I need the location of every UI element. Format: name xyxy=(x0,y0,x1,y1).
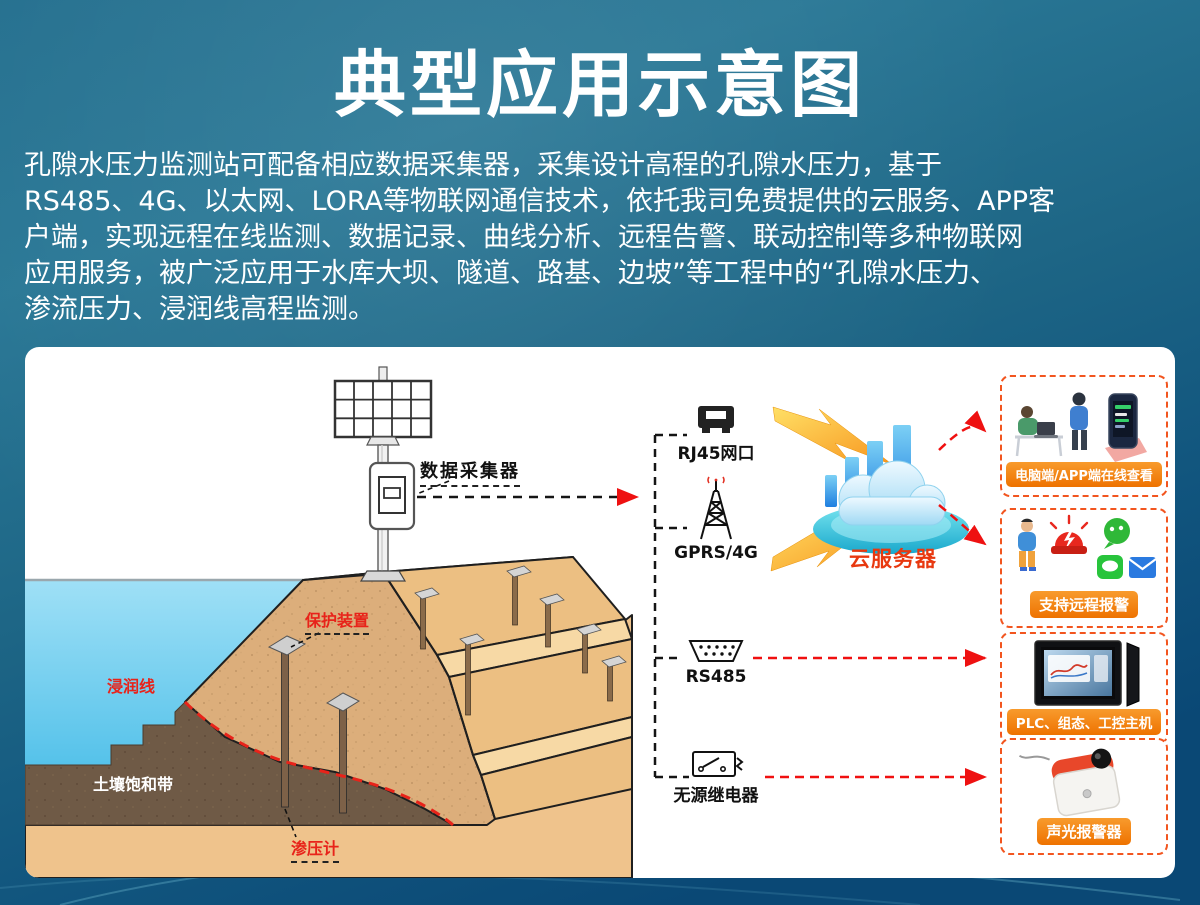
interface-label: RS485 xyxy=(685,667,747,687)
interface-rj45: RJ45网口 xyxy=(670,401,762,464)
cloud-server-icon xyxy=(813,425,969,554)
cloud-server-label: 云服务器 xyxy=(849,547,937,571)
target-label: 支持远程报警 xyxy=(1029,591,1138,618)
data-collector-label: 数据采集器 xyxy=(420,457,520,487)
target-label: 电脑端/APP端在线查看 xyxy=(1006,462,1162,487)
antenna-tower-icon xyxy=(700,476,732,540)
page-description: 孔隙水压力监测站可配备相应数据采集器，采集设计高程的孔隙水压力，基于 RS485… xyxy=(24,148,1184,328)
dam-scene-illustration xyxy=(25,366,633,878)
description-line: RS485、4G、以太网、LORA等物联网通信技术，依托我司免费提供的云服务、A… xyxy=(24,186,1056,217)
interface-gprs: GPRS/4G xyxy=(670,475,762,563)
description-line: 渗流压力、浸润线高程监测。 xyxy=(24,294,375,325)
interface-relay: 无源继电器 xyxy=(657,749,775,806)
industrial-monitor-icon xyxy=(1034,640,1140,707)
target-remote-alarm: 支持远程报警 xyxy=(1000,508,1168,628)
reservoir-water xyxy=(25,580,303,765)
piezometer-pipes xyxy=(267,635,361,814)
relay-icon xyxy=(692,751,744,777)
saturation-line-label: 浸润线 xyxy=(107,677,156,696)
interface-label: RJ45网口 xyxy=(677,444,755,464)
rj45-port-icon xyxy=(698,406,734,433)
description-line: 孔隙水压力监测站可配备相应数据采集器，采集设计高程的孔隙水压力，基于 xyxy=(24,150,942,181)
pc-app-users-icon xyxy=(1015,392,1147,462)
red-dashed-routes xyxy=(753,410,987,786)
protection-device-label: 保护装置 xyxy=(305,607,370,635)
siren-icon xyxy=(1018,748,1121,817)
interface-rs485: RS485 xyxy=(670,637,762,687)
solar-station-icon xyxy=(333,366,433,582)
saturation-line-curve xyxy=(183,700,454,827)
diagram-panel: 数据采集器 保护装置 浸润线 土壤饱和带 渗压计 RJ45网口 xyxy=(25,347,1175,878)
target-label: PLC、组态、工控主机 xyxy=(1006,709,1162,735)
target-pc-app: 电脑端/APP端在线查看 xyxy=(1000,375,1168,497)
interface-label: 无源继电器 xyxy=(673,786,759,806)
saturated-zone-label: 土壤饱和带 xyxy=(93,775,174,794)
db9-serial-icon xyxy=(688,640,744,662)
slope-sensor-posts xyxy=(414,565,627,716)
page-title: 典型应用示意图 xyxy=(333,43,866,127)
data-collector-icon xyxy=(368,461,416,531)
description-line: 应用服务，被广泛应用于水库大坝、隧道、路基、边坡”等工程中的“孔隙水压力、 xyxy=(24,258,997,289)
target-label: 声光报警器 xyxy=(1037,818,1131,845)
target-plc-host: PLC、组态、工控主机 xyxy=(1000,632,1168,745)
piezometer-label: 渗压计 xyxy=(291,835,340,863)
alarm-beacon-icon xyxy=(1018,514,1157,579)
interface-label: GPRS/4G xyxy=(674,543,758,563)
target-siren: 声光报警器 xyxy=(1000,738,1168,855)
lightning-bolt-icon xyxy=(772,406,894,466)
description-line: 户端，实现远程在线监测、数据记录、曲线分析、远程告警、联动控制等多种物联网 xyxy=(24,222,1023,253)
